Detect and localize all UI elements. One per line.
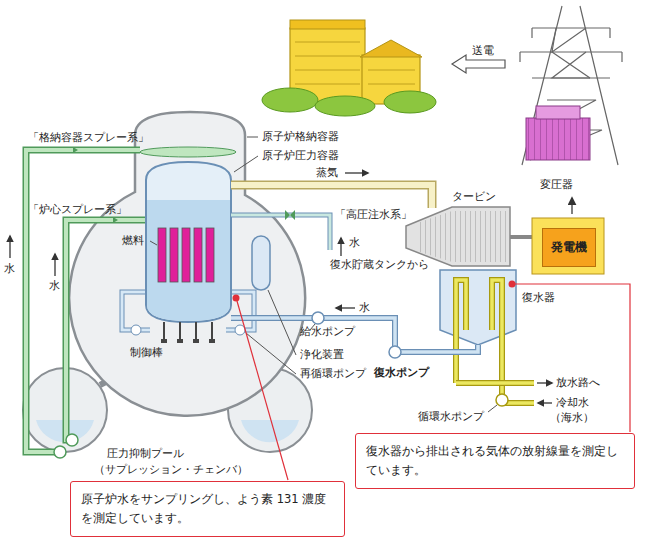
hpci-line: [231, 215, 330, 250]
part-label: 「格納容器スプレー系」: [28, 131, 149, 145]
leader-line: [234, 156, 258, 172]
leader-line: [150, 241, 157, 245]
feedwater-pump: [312, 312, 324, 324]
part-label: 圧力抑制プール: [107, 447, 184, 461]
part-label: 蒸気: [316, 166, 338, 180]
part-label: 再循環ポンプ: [300, 367, 366, 381]
cooling-water-line: [456, 383, 534, 403]
node-text: 原子炉水をサンプリングし、よう素 131 濃度を測定しています。: [81, 490, 334, 528]
measure-point: [509, 281, 516, 288]
part-label: 原子炉格納容器: [262, 130, 339, 144]
part-label: 循環水ポンプ: [418, 410, 484, 424]
part-label: 水: [359, 301, 370, 315]
part-label: 制御棒: [130, 346, 163, 360]
flow-arrow: [54, 254, 55, 276]
part-label: 「炉心スプレー系」: [28, 203, 127, 217]
leader-line: [515, 284, 630, 432]
part-label: 水: [349, 236, 360, 250]
steam-line: [231, 185, 432, 208]
node-text: 発電機: [551, 239, 587, 256]
recirculation-pump: [131, 325, 141, 335]
callout-box: 復水器から排出される気体の放射線量を測定しています。: [355, 433, 635, 489]
callout-box: 原子炉水をサンプリングし、よう素 131 濃度を測定しています。: [70, 481, 345, 537]
reactor-pressure-vessel: [146, 162, 231, 343]
node-text: 復水器から排出される気体の放射線量を測定しています。: [366, 442, 624, 480]
flow-arrow: [537, 382, 552, 383]
transmission-arrow: [452, 55, 505, 73]
leader-line: [488, 405, 497, 412]
flow-arrow: [340, 238, 341, 256]
recirculation-pump: [235, 325, 245, 335]
flow-arrow: [538, 402, 552, 403]
part-label: （海水）: [550, 411, 594, 425]
part-label: 浄化装置: [300, 348, 344, 362]
part-label: 復水ポンプ: [374, 366, 429, 380]
part-label: 放水路へ: [556, 376, 600, 390]
transformer: [526, 106, 590, 160]
leader-line: [247, 137, 258, 138]
leader-line: [268, 290, 296, 355]
generator-frame: [532, 218, 604, 274]
part-label: 水: [49, 279, 60, 293]
part-label: 冷却水: [556, 396, 589, 410]
purification-unit: [252, 236, 270, 290]
power-arrow: [571, 198, 573, 214]
circulating-pump: [496, 394, 508, 406]
part-label: 復水器: [522, 291, 555, 305]
eccs-piping: [26, 147, 236, 458]
flow-arrow: [9, 236, 10, 258]
transmission-tower: [520, 6, 622, 165]
generator-box: 発電機: [542, 228, 596, 267]
condenser: [440, 270, 516, 396]
part-label: 「高圧注水系」: [335, 208, 412, 222]
leader-line: [237, 301, 288, 480]
part-label: （サプレッション・チェンバ）: [94, 463, 248, 477]
flow-arrow: [345, 172, 368, 173]
leader-line: [246, 333, 296, 374]
part-label: 復水貯蔵タンクから: [330, 258, 429, 272]
turbine: [406, 207, 532, 266]
condensate-pump: [389, 346, 401, 358]
part-label: タービン: [452, 190, 496, 204]
part-label: 水: [4, 262, 15, 276]
part-label: 給水ポンプ: [300, 325, 355, 339]
part-label: 変圧器: [540, 178, 573, 192]
measure-point: [233, 295, 240, 302]
feedwater-line: [231, 318, 478, 352]
building: [262, 20, 436, 116]
part-label: 燃料: [122, 234, 144, 248]
flow-arrow: [336, 307, 355, 308]
part-label: 原子炉圧力容器: [262, 149, 339, 163]
part-label: 送電: [472, 44, 494, 58]
valve: [285, 210, 295, 220]
